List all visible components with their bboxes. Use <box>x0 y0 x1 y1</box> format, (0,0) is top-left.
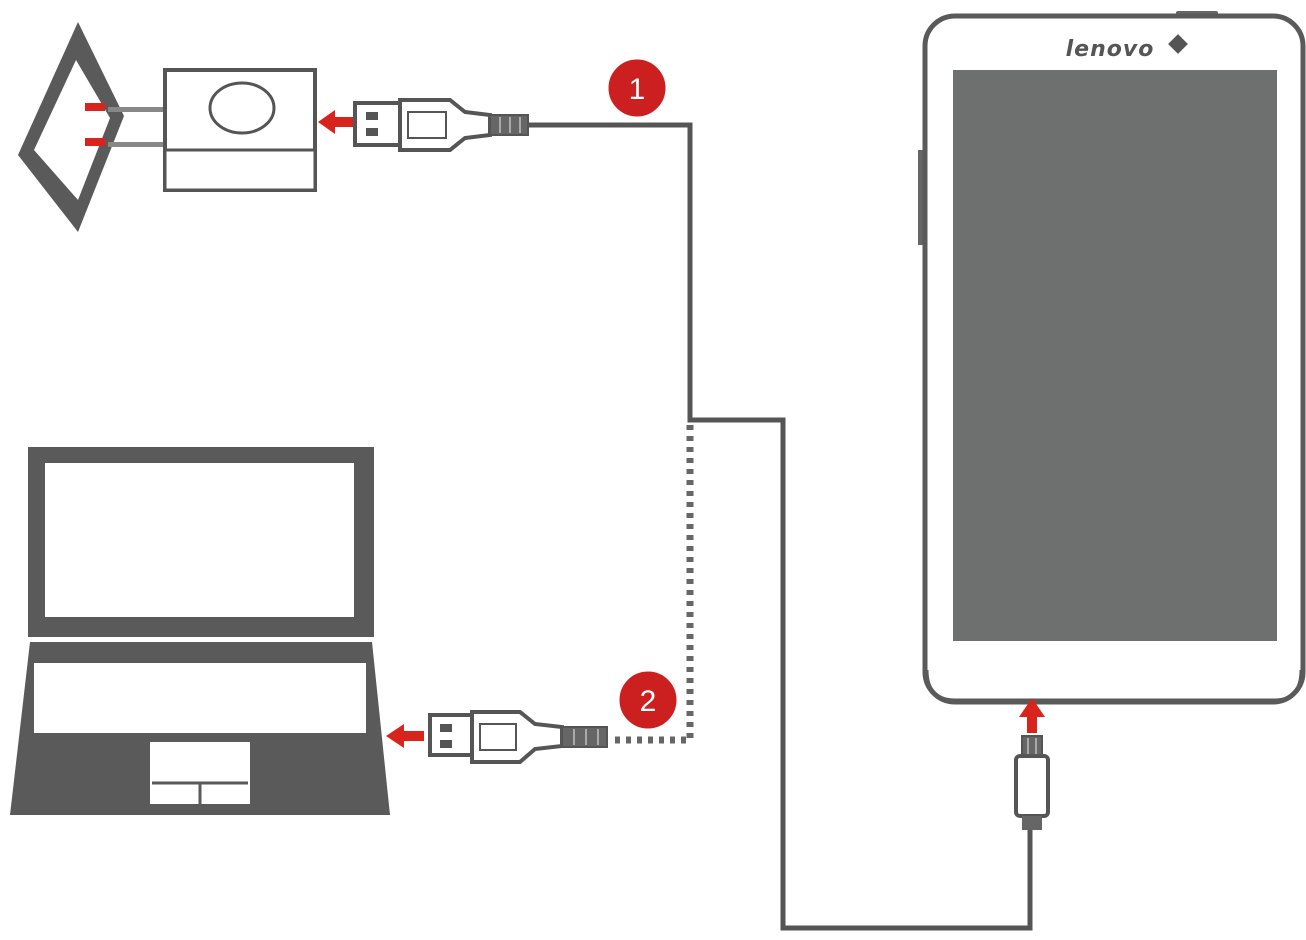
micro-usb-plug-icon <box>1014 735 1050 830</box>
step-1-badge: 1 <box>605 56 669 120</box>
laptop-icon <box>10 447 390 815</box>
brand-logo: lenovo <box>1066 37 1155 62</box>
phone-icon: lenovo <box>918 11 1306 705</box>
arrow-icon <box>1019 698 1045 733</box>
cable <box>528 122 1033 931</box>
arrow-icon <box>318 110 354 134</box>
step-1-number: 1 <box>629 73 646 106</box>
arrow-icon <box>386 724 424 748</box>
wall-outlet-icon <box>18 22 124 232</box>
usb-plug-icon <box>428 710 608 764</box>
step-2-badge: 2 <box>616 668 680 732</box>
step-2-number: 2 <box>640 685 657 718</box>
usb-plug-icon <box>353 98 529 152</box>
power-adapter-icon <box>108 68 317 192</box>
phone-screen <box>953 70 1277 641</box>
